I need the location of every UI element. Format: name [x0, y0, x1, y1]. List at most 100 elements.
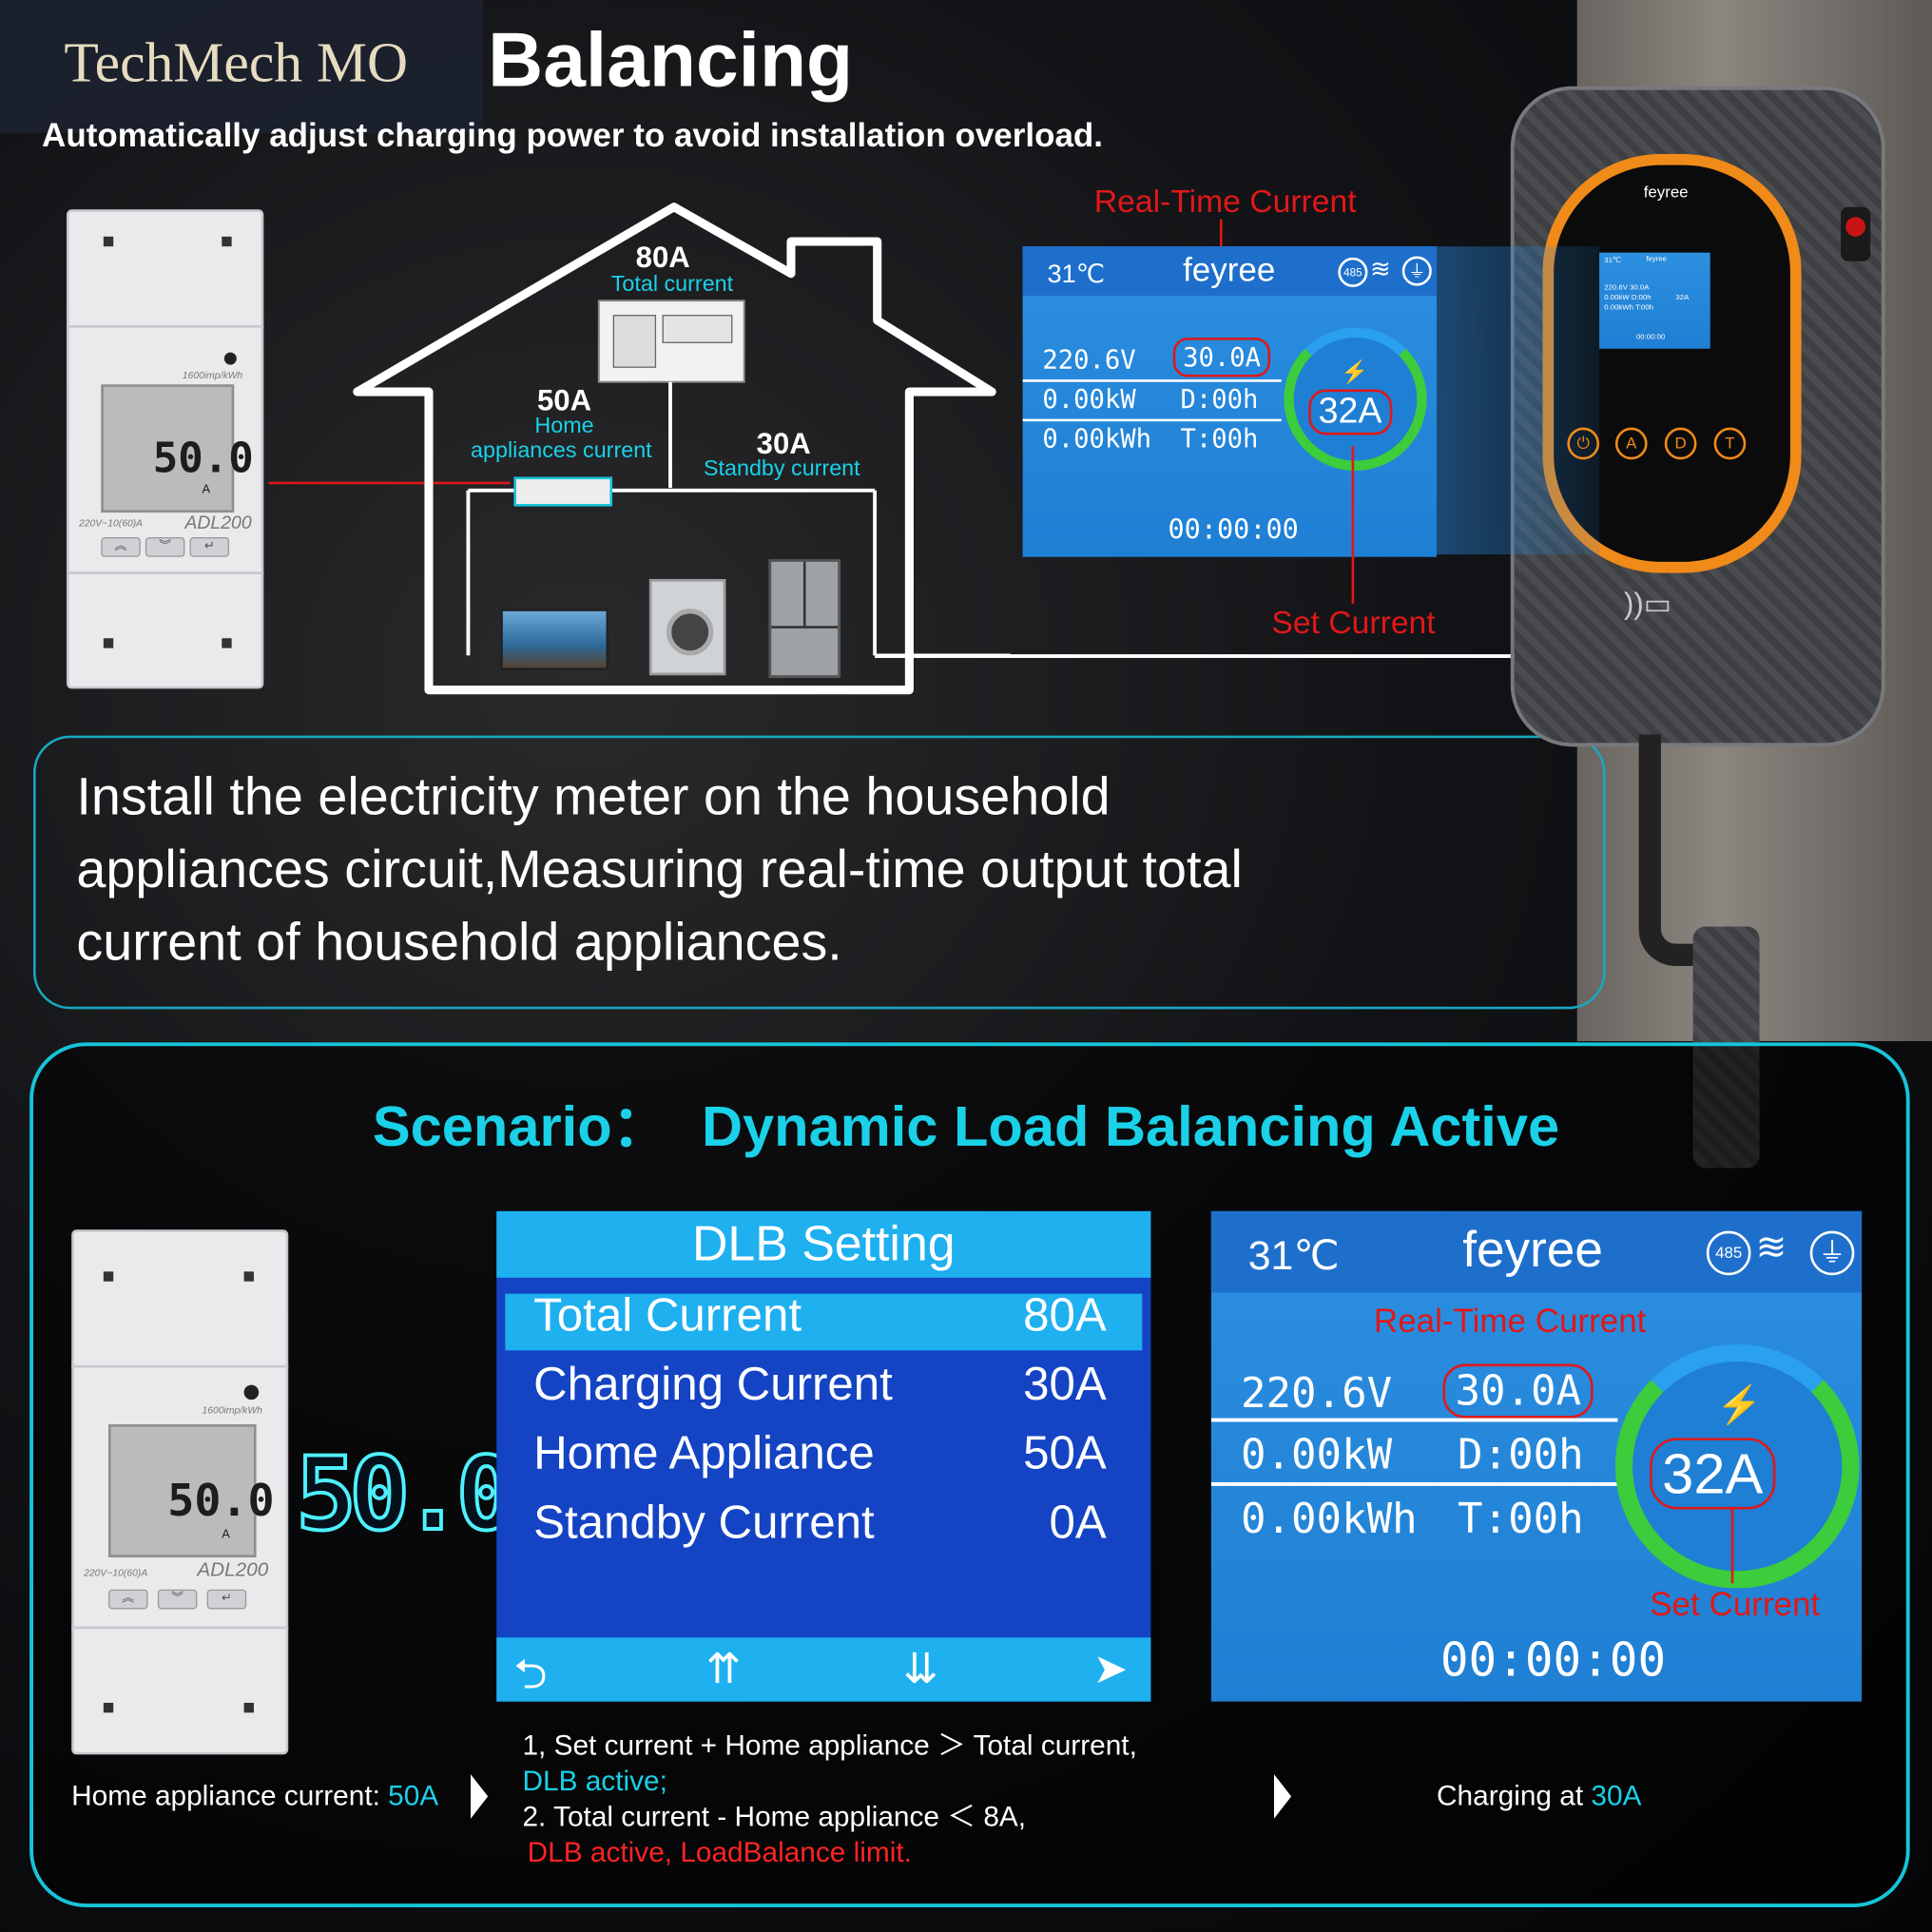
back-icon[interactable]: ⮌ — [513, 1651, 548, 1698]
page-subtitle: Automatically adjust charging power to a… — [42, 117, 1104, 154]
charger-button-t[interactable]: T — [1713, 427, 1747, 460]
scenario-meter-model: ADL200 — [197, 1559, 269, 1581]
caption-charging: Charging at 30A — [1437, 1779, 1641, 1812]
scenario-meter-down-button[interactable]: ︾ — [157, 1589, 198, 1610]
dlb-row-label: Charging Current — [533, 1359, 893, 1411]
dlb-setting-panel: DLB Setting Total Current 80A Charging C… — [496, 1210, 1151, 1702]
top-realtime-callout: Real-Time Current — [1093, 182, 1357, 220]
scenario-title-main: Dynamic Load Balancing Active — [701, 1093, 1560, 1159]
info-box — [32, 735, 1606, 1010]
mini-line-2: 0.00kW D:00h — [1604, 294, 1652, 302]
dlb-selected-highlight — [505, 1293, 1143, 1351]
mini-line-3: 0.00kWh T:00h — [1604, 304, 1653, 312]
meter-top-rating: 220V~10(60)A — [78, 517, 144, 529]
total-current-value: 80A — [635, 241, 690, 275]
tv-icon — [500, 609, 609, 670]
scenario-rs485-icon: 485 — [1706, 1230, 1751, 1276]
dlb-row-total[interactable]: Total Current 80A — [533, 1290, 1107, 1352]
scenario-brand: feyree — [1462, 1221, 1603, 1278]
scenario-wifi-icon: ≋ — [1755, 1227, 1787, 1268]
top-set-current: 32A — [1308, 389, 1392, 435]
meter-top-reading: 50.0 — [152, 434, 254, 483]
scenario-meter-up-button[interactable]: ︽ — [108, 1589, 148, 1610]
top-timer: 00:00:00 — [1168, 514, 1299, 547]
watermark-box — [0, 0, 483, 133]
dlb-row-value: 50A — [1023, 1427, 1107, 1480]
scenario-meter-reading: 50.0 — [167, 1476, 275, 1527]
mini-timer: 00:00:00 — [1635, 334, 1666, 341]
scenario-bolt-icon: ⚡ — [1716, 1384, 1763, 1426]
dlb-row-charging[interactable]: Charging Current 30A — [533, 1359, 1107, 1420]
charger-button-d[interactable]: D — [1664, 427, 1697, 460]
scenario-timer-t: T:00h — [1458, 1494, 1584, 1544]
scenario-big-reading: 50.0 — [294, 1435, 519, 1555]
top-bolt-icon: ⚡ — [1340, 359, 1368, 385]
scenario-duration: D:00h — [1458, 1430, 1584, 1480]
charger-switch[interactable] — [1841, 206, 1871, 261]
wifi-icon: ≋ — [1370, 256, 1391, 284]
meter-imp-label: 1600imp/kWh — [182, 369, 243, 381]
scenario-set-current: 32A — [1650, 1438, 1776, 1510]
washing-machine-icon — [648, 579, 726, 676]
top-voltage: 220.6V — [1042, 344, 1136, 375]
charger-mini-screen: 31℃ feyree 220.6V 30.0A 0.00kW D:00h 0.0… — [1599, 252, 1710, 349]
page-title: Balancing — [488, 18, 854, 104]
mini-line-1: 220.6V 30.0A — [1604, 284, 1650, 293]
scenario-meter-enter-button[interactable]: ↵ — [206, 1589, 247, 1610]
energy-meter-scenario: 1600imp/kWh 50.0 A 220V~10(60)A ADL200 ︽… — [71, 1229, 289, 1755]
charger-face — [1542, 153, 1802, 573]
meter-top-unit: A — [202, 482, 211, 497]
mini-set: 32A — [1675, 294, 1690, 302]
meter-down-button[interactable]: ︾ — [145, 537, 185, 557]
top-set-callout: Set Current — [1271, 603, 1436, 641]
scenario-charger-screen: 31℃ feyree 485 ≋ ⏚ Real-Time Current 220… — [1210, 1210, 1863, 1702]
dlb-row-label: Home Appliance — [533, 1427, 875, 1480]
dlb-title: DLB Setting — [496, 1210, 1151, 1278]
top-gauge-ring — [1284, 327, 1427, 472]
info-text: Install the electricity meter on the hou… — [76, 767, 1243, 973]
rule-2-result: DLB active, LoadBalance limit. — [527, 1835, 912, 1868]
rule-1-text: 1, Set current + Home appliance ＞ Total … — [522, 1729, 1137, 1761]
screen-projection — [1437, 246, 1600, 555]
caption-home-value: 50A — [388, 1779, 439, 1811]
dlb-footer: ⮌ ⇈ ⇊ ➤ — [496, 1637, 1151, 1702]
move-down-icon[interactable]: ⇊ — [902, 1646, 938, 1693]
scenario-power: 0.00kW — [1240, 1430, 1393, 1480]
dlb-row-value: 80A — [1023, 1289, 1107, 1343]
meter-top-model: ADL200 — [184, 512, 252, 534]
top-brand: feyree — [1183, 251, 1276, 289]
top-temp: 31℃ — [1047, 260, 1106, 289]
home-current-label-2: appliances current — [471, 437, 652, 462]
top-set-pointer — [1351, 446, 1355, 604]
charger-link-line — [875, 654, 1647, 659]
dlb-row-label: Standby Current — [533, 1497, 875, 1549]
charger-button-a[interactable]: A — [1614, 427, 1648, 460]
meter-connector-line — [268, 481, 511, 485]
scenario-meter-unit: A — [222, 1527, 230, 1542]
standby-current-value: 30A — [756, 427, 811, 461]
move-up-icon[interactable]: ⇈ — [705, 1646, 742, 1693]
dlb-row-label: Total Current — [533, 1289, 802, 1343]
scenario-meter-imp: 1600imp/kWh — [202, 1404, 262, 1416]
scenario-title-prefix: Scenario： — [372, 1093, 669, 1159]
caption-home-current: Home appliance current: 50A — [71, 1779, 438, 1812]
scenario-voltage: 220.6V — [1240, 1368, 1393, 1419]
arrow-right-icon — [471, 1774, 489, 1819]
caption-charging-value: 30A — [1591, 1779, 1642, 1811]
scenario-energy: 0.00kWh — [1240, 1494, 1418, 1544]
meter-enter-button[interactable]: ↵ — [189, 537, 230, 557]
dlb-row-home[interactable]: Home Appliance 50A — [533, 1428, 1107, 1490]
home-current-label-1: Home — [534, 413, 594, 438]
standby-current-label: Standby current — [703, 455, 860, 481]
watermark: TechMech MO — [64, 30, 409, 94]
dlb-row-value: 30A — [1023, 1359, 1107, 1411]
mini-temp: 31℃ — [1604, 257, 1621, 265]
caption-charging-prefix: Charging at — [1437, 1779, 1592, 1811]
scenario-current: 30.0A — [1442, 1363, 1594, 1419]
charger-button-power[interactable]: ⏻ — [1567, 427, 1600, 460]
dlb-row-value: 0A — [1049, 1497, 1107, 1549]
dlb-row-standby[interactable]: Standby Current 0A — [533, 1497, 1107, 1559]
rule-1-result: DLB active; — [522, 1764, 667, 1797]
enter-icon[interactable]: ➤ — [1092, 1646, 1129, 1693]
meter-up-button[interactable]: ︽ — [101, 537, 141, 557]
